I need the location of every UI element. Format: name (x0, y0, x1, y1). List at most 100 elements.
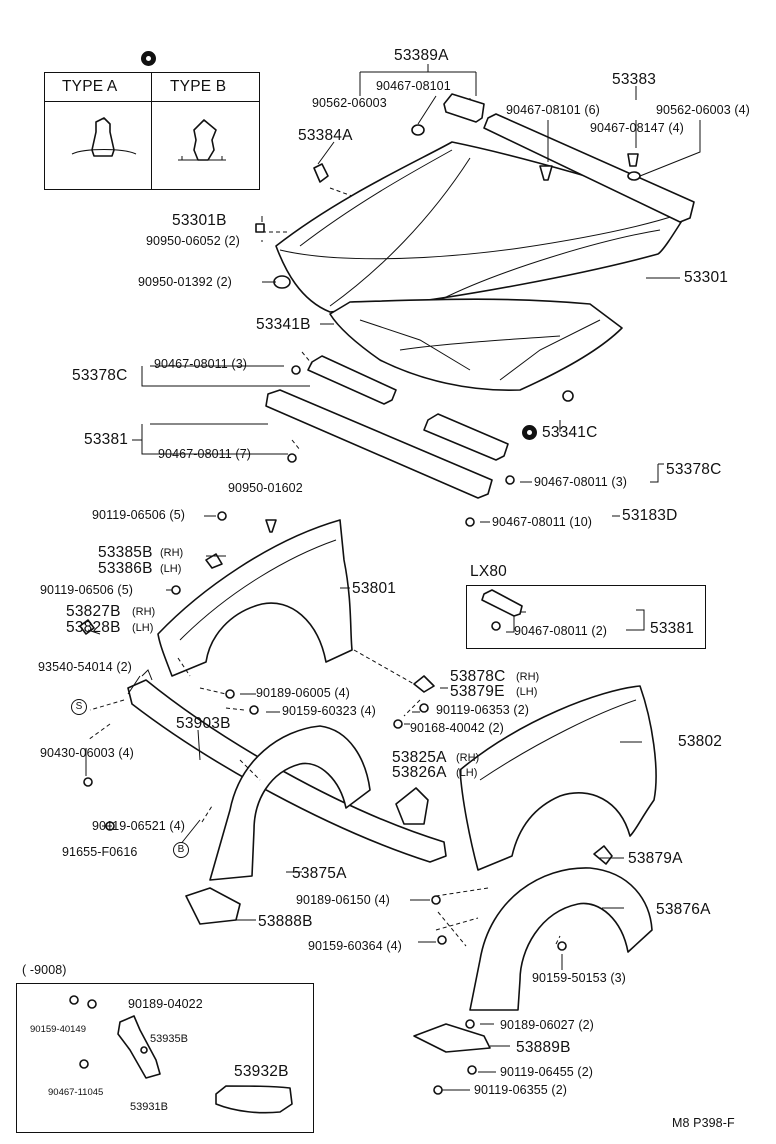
label-90950-06052-2: 90950-06052 (2) (146, 234, 240, 248)
clip-53384A (313, 163, 329, 183)
bolt-90159-60364 (437, 935, 447, 945)
clip-90467-08147 (627, 153, 639, 167)
label-90168-40042-2: 90168-40042 (2) (410, 721, 504, 735)
label-53389A: 53389A (394, 47, 449, 64)
inset-clip-90159-40149 (69, 995, 79, 1005)
inset-label-53931B: 53931B (130, 1101, 168, 1113)
type-a-clip-drawing (71, 117, 137, 157)
weatherstrip-53383 (483, 113, 695, 223)
hood-insulator-53341B (329, 298, 623, 392)
label-53386B: 53386B (98, 560, 153, 577)
clip-90467-08011-3a (291, 365, 301, 375)
bolt-90119-06506-a (217, 511, 227, 521)
label-90119-06506-5a: 90119-06506 (5) (92, 508, 186, 522)
label-53341B: 53341B (256, 316, 311, 333)
label-53385B: 53385B (98, 544, 153, 561)
label-90467-08147-4: 90467-08147 (4) (590, 121, 684, 135)
label-53378C-right: 53378C (666, 461, 722, 478)
type-marker-icon (141, 51, 156, 66)
fender-53801 (157, 519, 353, 677)
label-90119-06521-4: 90119-06521 (4) (92, 819, 186, 833)
clip-90467-08011-3b (505, 475, 515, 485)
label-90159-60323-4: 90159-60323 (4) (282, 704, 376, 718)
type-table-header (45, 73, 259, 102)
label-90562-06003-4: 90562-06003 (4) (656, 103, 750, 117)
cover-53889B (413, 1023, 491, 1053)
cover-53888B (185, 887, 241, 925)
label-53378C-left: 53378C (72, 367, 128, 384)
bolt-90189-06150 (431, 895, 441, 905)
label-53876A: 53876A (656, 901, 711, 918)
label-53875A: 53875A (292, 865, 347, 882)
label-90119-06455-2: 90119-06455 (2) (500, 1065, 594, 1079)
label-53341C: 53341C (542, 424, 598, 441)
inset-label-90467-11045: 90467-11045 (48, 1087, 104, 1098)
bolt-90189-06005 (225, 689, 235, 699)
inset-bracket-53931B (117, 1015, 161, 1079)
bolt-90119-06455 (467, 1065, 477, 1075)
label-90950-01392-2: 90950-01392 (2) (138, 275, 232, 289)
label-90562-06003: 90562-06003 (312, 96, 387, 110)
inset-label-90189-04022: 90189-04022 (128, 997, 203, 1011)
inset-title: ( -9008) (22, 963, 67, 977)
label-53301B: 53301B (172, 212, 227, 229)
leader-lines (85, 64, 701, 1091)
inset-box (16, 983, 314, 1133)
label-93540-54014-2: 93540-54014 (2) (38, 660, 132, 674)
type-a-label: TYPE A (62, 78, 118, 95)
marker-53341C-icon (522, 425, 537, 440)
bolt-90119-06353 (419, 703, 429, 713)
type-table-divider (151, 73, 152, 189)
label-90189-06150-4: 90189-06150 (4) (296, 893, 390, 907)
seal-53381 (265, 389, 493, 499)
label-lh-2: (LH) (132, 622, 154, 634)
label-90119-06355-2: 90119-06355 (2) (474, 1083, 568, 1097)
label-90467-08101: 90467-08101 (376, 79, 451, 93)
label-90467-08011-3b: 90467-08011 (3) (534, 475, 628, 489)
bolt-90119-06355 (433, 1085, 443, 1095)
label-90467-08011-3a: 90467-08011 (3) (154, 357, 248, 371)
bolt-90159-60323 (249, 705, 259, 715)
leader-lines-dashed (87, 187, 561, 947)
lx80-seal-drawing (481, 589, 523, 617)
label-53878C: 53878C (450, 668, 506, 685)
lx80-title: LX80 (470, 563, 507, 580)
inset-label-53935B: 53935B (150, 1033, 188, 1045)
label-lh-1: (LH) (160, 563, 182, 575)
clip-90950-01602 (265, 519, 277, 533)
label-lh-3: (LH) (516, 686, 538, 698)
label-90467-08011-10: 90467-08011 (10) (492, 515, 593, 529)
label-90430-06003-4: 90430-06003 (4) (40, 746, 134, 760)
inset-clip-90189-04022 (87, 999, 97, 1009)
clip-90562-06003-right (627, 171, 641, 181)
clip-90562-06003 (411, 124, 425, 136)
lx80-box (466, 585, 706, 649)
label-53879E: 53879E (450, 683, 505, 700)
footer-code: M8 P398-F (672, 1116, 735, 1130)
cushion-90950-01392 (273, 275, 291, 289)
label-rh-4: (RH) (456, 752, 480, 764)
bracket-53825A (395, 787, 429, 825)
bolt-90159-50153 (557, 941, 567, 951)
type-table (44, 72, 260, 190)
label-90467-08011-7: 90467-08011 (7) (158, 447, 252, 461)
label-91655-F0616: 91655-F0616 (62, 845, 138, 859)
bolt-90430-06003 (83, 777, 93, 787)
label-90119-06506-5b: 90119-06506 (5) (40, 583, 134, 597)
bracket-53878C (413, 675, 435, 693)
strip-53378C-left (307, 355, 397, 405)
liner-53876A (469, 867, 653, 1011)
bolt-90168-40042 (393, 719, 403, 729)
label-53825A: 53825A (392, 749, 447, 766)
inset-label-90159-40149: 90159-40149 (30, 1024, 86, 1035)
label-53879A: 53879A (628, 850, 683, 867)
label-90189-06005-4: 90189-06005 (4) (256, 686, 350, 700)
inset-clip-90467-11045 (79, 1059, 89, 1069)
label-53384A: 53384A (298, 127, 353, 144)
clip-90467-08011-7 (287, 453, 297, 463)
marker-s-icon: S (71, 699, 87, 715)
label-53802: 53802 (678, 733, 723, 750)
moulding-53389A (443, 93, 485, 123)
bolt-90119-06506-b (171, 585, 181, 595)
